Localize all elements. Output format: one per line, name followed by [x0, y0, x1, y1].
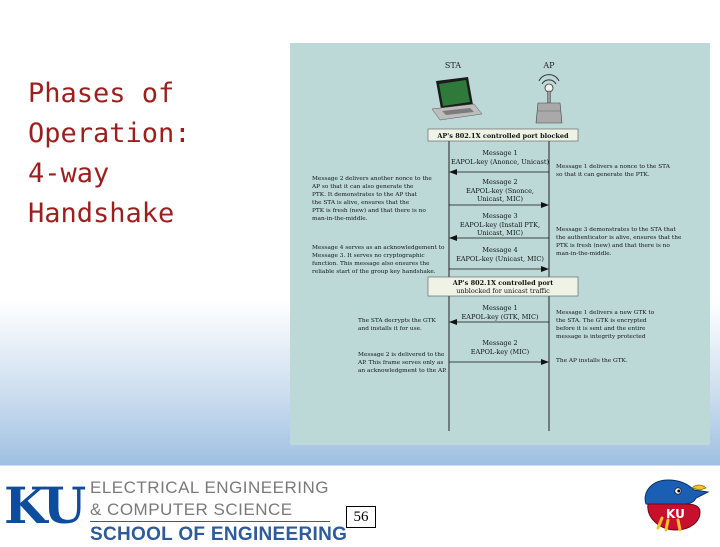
- ku-logo-text: KU: [4, 476, 86, 532]
- slide-title: Phases of Operation: 4-way Handshake: [28, 74, 258, 234]
- school-name: SCHOOL OF ENGINEERING: [90, 524, 348, 545]
- port-unblocked-bar: [427, 276, 579, 297]
- department-divider: [90, 521, 330, 522]
- diagram-background: [290, 43, 710, 445]
- message-4-arrow: [449, 266, 549, 272]
- group-message-1-label-line-1: Message 1: [482, 304, 517, 312]
- slide-title-line-4: Handshake: [28, 198, 175, 229]
- right-note-1-line-2: so that it can generate the PTK.: [556, 172, 650, 178]
- department-line-2: & COMPUTER SCIENCE: [90, 500, 293, 519]
- right-note-3-line-3: before it is sent and the entire: [556, 326, 646, 332]
- jayhawk-ku-text: KU: [666, 507, 685, 521]
- group-message-1-label-line-2: EAPOL-key (GTK, MIC): [462, 313, 539, 321]
- message-3-label-line-2: EAPOL-key (Install PTK,: [460, 221, 540, 229]
- message-3-arrow: [449, 235, 549, 241]
- right-note-3-line-1: Message 1 delivers a new GTK to: [556, 310, 655, 316]
- entity-label-sta: STA: [445, 61, 461, 70]
- message-1-label-line-1: Message 1: [482, 149, 517, 157]
- message-4-label-line-2: EAPOL-key (Unicast, MIC): [456, 255, 544, 263]
- right-note-2-line-2: the authenticator is alive, ensures that…: [556, 235, 682, 241]
- left-note-2-line-4: reliable start of the group key handshak…: [312, 269, 436, 275]
- right-note-3-line-4: message is integrity protected: [556, 334, 646, 340]
- message-2-label-line-3: Unicast, MIC): [477, 195, 524, 203]
- group-message-1-arrow: [449, 319, 549, 325]
- message-2-label-line-2: EAPOL-key (Snonce,: [466, 187, 534, 195]
- right-note-2-line-4: man-in-the-middle.: [556, 251, 612, 257]
- right-note-4-line-1: The AP installs the GTK.: [556, 358, 628, 364]
- port-unblocked-label-1: AP's 802.1X controlled port: [452, 279, 553, 287]
- entity-label-ap: AP: [542, 61, 555, 70]
- left-note-3-line-1: The STA decrypts the GTK: [358, 318, 437, 324]
- handshake-diagram: STA AP AP's 802.1X controlled port block…: [290, 43, 710, 445]
- group-message-2-arrow: [449, 359, 549, 365]
- left-note-1-line-5: PTK is fresh (new) and that there is no: [312, 207, 426, 214]
- left-note-2-line-1: Message 4 serves as an acknowledgement t…: [312, 245, 445, 251]
- slide-title-line-3: 4-way: [28, 158, 110, 189]
- slide-title-line-2: Operation:: [28, 118, 191, 149]
- department-line-1: ELECTRICAL ENGINEERING: [90, 478, 329, 497]
- page-number: 56: [346, 506, 376, 528]
- left-note-1-line-1: Message 2 delivers another nonce to the: [312, 176, 432, 182]
- group-message-2-label-line-1: Message 2: [482, 339, 517, 347]
- left-note-2-line-2: Message 3. It serves no cryptographic: [312, 253, 425, 259]
- access-point-icon: [535, 74, 563, 124]
- ku-logo: KU: [4, 476, 86, 532]
- message-3-label-line-3: Unicast, MIC): [477, 229, 524, 237]
- message-1-label-line-2: EAPOL-key (Anonce, Unicast): [451, 158, 550, 166]
- left-note-1-line-6: man-in-the-middle.: [312, 216, 368, 222]
- right-note-2-line-3: PTK is fresh (new) and that there is no: [556, 242, 670, 249]
- right-note-1-line-1: Message 1 delivers a nonce to the STA: [556, 164, 671, 170]
- laptop-icon: [431, 77, 483, 121]
- right-note-2-line-1: Message 3 demonstrates to the STA that: [556, 227, 676, 233]
- message-2-arrow: [449, 202, 549, 208]
- right-note-3-line-2: the STA. The GTK is encrypted: [556, 318, 647, 324]
- left-note-3-line-2: and installs it for use.: [358, 326, 422, 332]
- message-1-arrow: [449, 169, 549, 175]
- left-note-1-line-2: AP so that it can also generate the: [311, 184, 414, 190]
- left-note-4-line-1: Message 2 is delivered to the: [358, 352, 445, 358]
- port-blocked-bar: [427, 128, 579, 142]
- left-note-1-line-4: the STA is alive, ensures that the: [312, 200, 410, 206]
- department-name: ELECTRICAL ENGINEERING & COMPUTER SCIENC…: [90, 477, 347, 547]
- slide-title-line-1: Phases of: [28, 78, 175, 109]
- jayhawk-mascot-icon: KU: [644, 479, 710, 532]
- left-note-1-line-3: PTK. It demonstrates to the AP that: [312, 192, 418, 198]
- message-3-label-line-1: Message 3: [482, 212, 517, 220]
- left-note-2-line-3: function. This message also ensures the: [312, 261, 430, 267]
- left-note-4-line-2: AP. This frame serves only as: [357, 360, 443, 366]
- port-unblocked-label-2: unblocked for unicast traffic: [456, 287, 550, 295]
- message-2-label-line-1: Message 2: [482, 178, 517, 186]
- port-blocked-label: AP's 802.1X controlled port blocked: [436, 132, 569, 140]
- handshake-diagram-svg: STA AP AP's 802.1X controlled port block…: [290, 43, 710, 445]
- message-4-label-line-1: Message 4: [482, 246, 517, 254]
- group-message-2-label-line-2: EAPOL-key (MIC): [471, 348, 530, 356]
- left-note-4-line-3: an acknowledgment to the AP.: [358, 368, 447, 374]
